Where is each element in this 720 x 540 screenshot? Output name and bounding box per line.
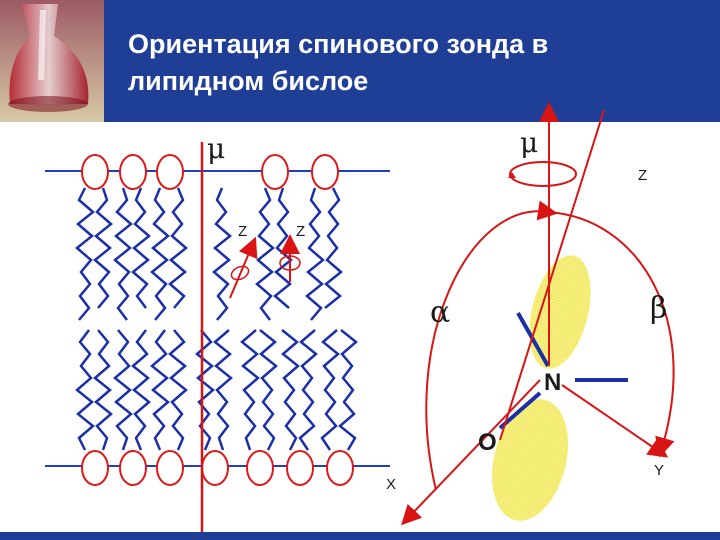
mu-label-left: μ: [207, 132, 225, 165]
lipid-tail: [150, 329, 170, 451]
rotation-ellipse: [509, 161, 577, 187]
mu-label-right: μ: [520, 126, 538, 159]
lipid-head: [246, 450, 274, 486]
title-line-2: липидном бислое: [128, 66, 369, 96]
lipid-head: [81, 450, 109, 486]
lipid-tail: [273, 187, 293, 309]
lipid-tail: [240, 329, 260, 451]
probe-2-orbital: [279, 255, 301, 271]
lipid-tail: [338, 329, 358, 451]
lower-p-orbital: [491, 399, 569, 521]
title-line-1: Ориентация спинового зонда в: [128, 29, 549, 59]
bond-upper-left: [516, 312, 550, 367]
lipid-tail: [113, 187, 133, 321]
lipid-tail: [320, 329, 340, 451]
lipid-tail: [324, 187, 343, 309]
lipid-tail: [213, 329, 233, 451]
beta-label: β: [650, 291, 667, 326]
lipid-tail: [195, 329, 215, 451]
lipid-head: [286, 450, 314, 486]
lipid-tail: [298, 329, 318, 451]
lipid-head: [326, 450, 354, 486]
arc-alpha: [425, 200, 558, 491]
rotation-arrowhead: [508, 172, 516, 178]
x-axis: [401, 379, 541, 526]
lipid-tail: [212, 187, 232, 321]
lipid-tail: [131, 187, 151, 309]
lipid-tail: [131, 329, 151, 451]
lipid-head: [311, 154, 339, 190]
lipid-tail: [93, 187, 113, 309]
z-axis-label: Z: [638, 167, 647, 184]
x-axis-label: X: [386, 476, 396, 493]
slide-footer-bar: [0, 532, 720, 540]
y-axis-label: Y: [654, 462, 664, 479]
lipid-tail: [93, 329, 113, 451]
oxygen-label: O: [478, 429, 497, 456]
flask-thumbnail-image: [0, 0, 104, 122]
upper-p-orbital: [529, 255, 591, 369]
lipid-head: [81, 154, 109, 190]
probe-1-orbital: [230, 265, 250, 281]
lipid-head: [156, 154, 184, 190]
lipid-head: [119, 450, 147, 486]
y-axis: [561, 384, 669, 458]
arc-beta: [547, 211, 675, 458]
lipid-tail: [281, 329, 300, 451]
lipid-head: [261, 154, 289, 190]
lipid-heads: [81, 154, 354, 486]
lipid-tail: [113, 329, 133, 451]
alpha-label: α: [430, 295, 450, 330]
lipid-tail: [259, 329, 278, 451]
lipid-head: [119, 154, 147, 190]
probe-1-z-arrow: [229, 236, 258, 299]
director-axis: [499, 109, 605, 441]
lipid-tail: [75, 329, 95, 451]
lipid-tail: [168, 187, 188, 309]
lipid-tail: [150, 187, 170, 321]
slide-header: [0, 0, 720, 122]
probe-1-z-label: Z: [238, 223, 247, 240]
lipid-tail: [255, 187, 275, 321]
lipid-head: [201, 450, 229, 486]
page-title: Ориентация спинового зонда в липидном би…: [128, 26, 688, 100]
lipid-head: [156, 450, 184, 486]
lipid-tail: [75, 187, 95, 321]
lipid-tails: [75, 187, 358, 451]
probe-2-z-label: Z: [296, 223, 305, 240]
lipid-tail: [305, 187, 325, 321]
lipid-tail: [168, 329, 188, 451]
nitrogen-label: N: [544, 369, 561, 396]
